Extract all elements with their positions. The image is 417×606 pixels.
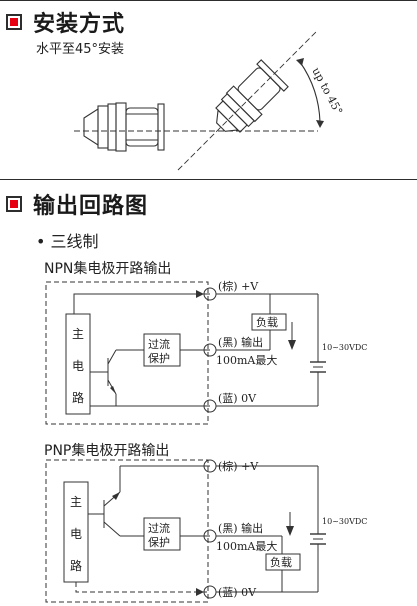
npn-load-label: 负载 (256, 315, 278, 329)
pnp-black-label: (黑) 输出 (218, 521, 263, 535)
npn-main-2: 电 (72, 359, 84, 373)
output-divider (0, 179, 417, 180)
npn-blue-label: (蓝) 0V (218, 392, 257, 405)
pnp-circuit-diagram: 主 电 路 过流 保护 (棕) +V (黑) 输出 100mA最大 (蓝) 0V… (45, 459, 367, 603)
pnp-overcurrent-2: 保护 (148, 535, 170, 549)
horizontal-sensor (83, 102, 165, 152)
top-divider (0, 0, 417, 1)
npn-current-label: 100mA最大 (216, 353, 277, 367)
pnp-blue-label: (蓝) 0V (218, 586, 257, 599)
red-square-icon (6, 196, 22, 212)
pnp-title: PNP集电极开路输出 (44, 443, 170, 459)
pnp-supply-label: 10~30VDC (322, 517, 367, 526)
pnp-current-label: 100mA最大 (216, 539, 277, 553)
npn-main-3: 路 (72, 390, 84, 405)
wire-type-bullet: • 三线制 (36, 232, 99, 251)
pnp-main-3: 路 (70, 558, 82, 573)
npn-title: NPN集电极开路输出 (44, 261, 172, 277)
pnp-main-1: 主 (70, 495, 82, 509)
output-header: 输出回路图 (6, 188, 148, 220)
npn-main-1: 主 (72, 327, 84, 341)
pnp-main-2: 电 (70, 527, 82, 541)
npn-overcurrent-1: 过流 (148, 337, 170, 351)
pnp-overcurrent-1: 过流 (148, 521, 170, 535)
npn-black-label: (黑) 输出 (218, 335, 263, 349)
npn-supply-label: 10~30VDC (322, 343, 367, 352)
npn-brown-label: (棕) +V (218, 279, 259, 293)
output-heading: 输出回路图 (33, 194, 149, 219)
mounting-subtitle: 水平至45°安装 (36, 42, 125, 57)
mounting-header: 安装方式 (6, 6, 125, 38)
mounting-drawing: up to 45° (74, 29, 345, 171)
mounting-heading: 安装方式 (33, 12, 126, 37)
npn-overcurrent-2: 保护 (148, 351, 170, 365)
red-square-icon (6, 14, 22, 30)
npn-circuit-diagram: 主 电 路 过流 保护 (棕) +V (黑) 输出 100mA最大 (蓝) 0V… (45, 279, 367, 425)
pnp-load-label: 负载 (270, 555, 292, 569)
pnp-brown-label: (棕) +V (218, 459, 259, 473)
